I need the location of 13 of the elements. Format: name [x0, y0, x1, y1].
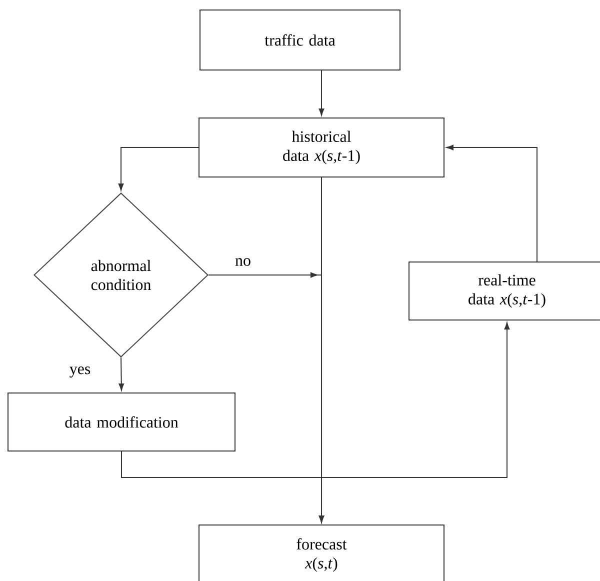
process-box: data modification	[8, 392, 236, 452]
arrow	[121, 322, 510, 478]
process-box: forecast x(s,t)	[198, 524, 444, 581]
arrow	[318, 177, 324, 523]
edge-label: no	[234, 257, 252, 267]
edge-label: yes	[68, 366, 92, 378]
arrow	[118, 357, 124, 391]
process-box: real-time data x(s,t-1)	[408, 262, 600, 320]
arrow	[118, 147, 199, 191]
arrow	[318, 70, 324, 116]
process-box: historical data x(s,t-1)	[198, 118, 444, 178]
arrow	[446, 144, 538, 262]
process-box: traffic data	[200, 10, 400, 70]
